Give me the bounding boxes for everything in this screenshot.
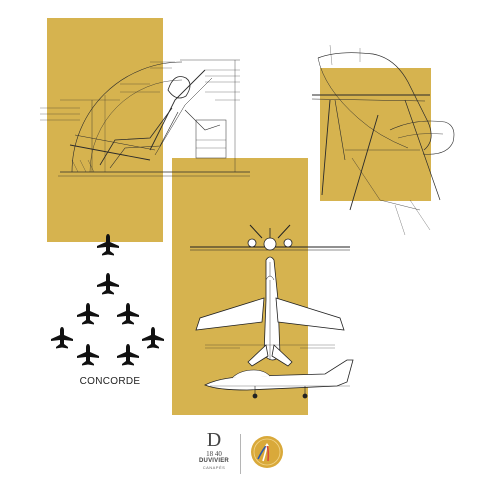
aircraft-top-front-view (190, 224, 350, 367)
ergonomic-seat-drawing (40, 59, 250, 177)
chair-sketch (311, 44, 455, 236)
jet-silhouette-icon (117, 303, 139, 325)
brand-name: DUVIVIER (199, 458, 229, 464)
patrouille-de-france-badge-icon (251, 436, 283, 468)
formation-planes (51, 234, 164, 366)
footer-divider (240, 434, 241, 474)
aircraft-side-view (204, 359, 354, 399)
formation-label: CONCORDE (79, 376, 141, 387)
panel-chair-sketch (320, 68, 431, 201)
jet-silhouette-icon (77, 344, 99, 366)
footer: D 18 40 DUVIVIER CANAPÉS (0, 430, 480, 480)
jet-silhouette-icon (117, 344, 139, 366)
jet-silhouette-icon (77, 303, 99, 325)
jet-silhouette-icon (97, 234, 119, 256)
jet-silhouette-icon (51, 327, 73, 349)
brand-sub: CANAPÉS (202, 465, 226, 470)
jet-silhouette-icon (142, 327, 164, 349)
duvivier-logo: D 18 40 DUVIVIER CANAPÉS (190, 430, 238, 478)
panel-aircraft-blueprint (172, 158, 308, 415)
brand-year: 18 40 (206, 450, 222, 458)
jet-silhouette-icon (97, 273, 119, 295)
brand-mark: D (206, 429, 222, 451)
